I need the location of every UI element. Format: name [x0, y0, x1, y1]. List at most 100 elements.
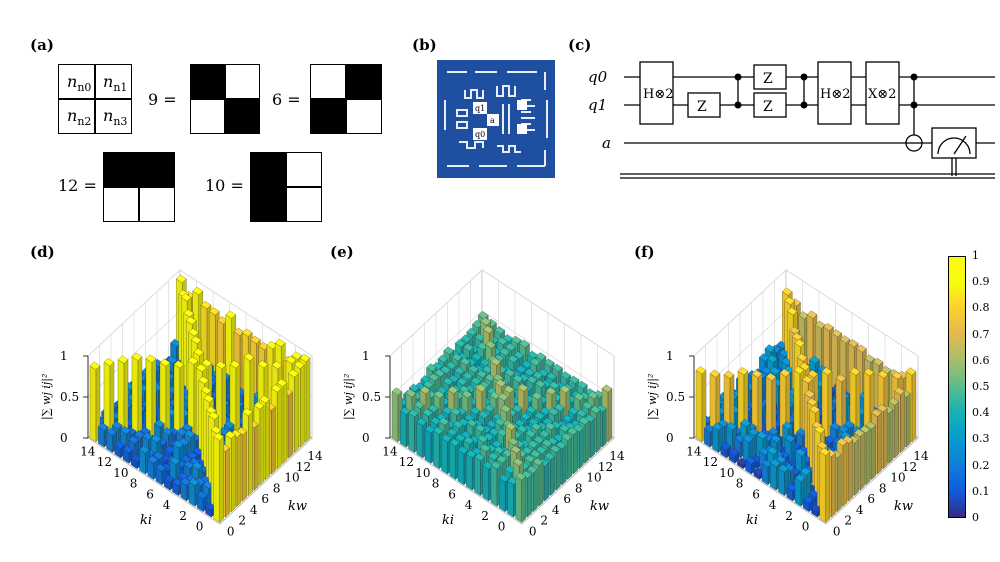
pattern-12-label: 12 =	[58, 176, 97, 195]
ki-tick-label: 6	[448, 487, 456, 501]
pattern-cell	[286, 153, 321, 187]
ki-tick-label: 0	[498, 520, 506, 534]
kw-tick-label: 8	[273, 481, 281, 495]
pattern-cell	[225, 99, 259, 133]
bar-d-9-6	[173, 360, 185, 443]
pattern-cell	[251, 187, 286, 221]
colorbar-tick-label: 0	[972, 511, 979, 524]
z-axis-label: |∑ wj ij|²	[40, 374, 54, 420]
ki-tick-label: 8	[432, 477, 440, 491]
ki-tick-label: 14	[80, 444, 96, 458]
colorbar-tick-label: 0.9	[972, 275, 990, 289]
ki-tick-label: 10	[719, 466, 734, 480]
ki-tick-label: 14	[686, 444, 702, 458]
colorbar	[948, 256, 966, 518]
kw-tick-label: 12	[902, 460, 917, 474]
kw-tick-label: 10	[284, 471, 299, 485]
z-axis-label: |∑ wj ij|²	[646, 374, 660, 420]
colorbar-tick-label: 0.2	[972, 458, 990, 472]
bar-f-11-0	[728, 448, 740, 464]
z-tick-label: 0	[60, 431, 68, 445]
bar-e-3-0	[490, 461, 502, 507]
ki-axis-label: ki	[442, 513, 454, 528]
colorbar-tick-label: 1	[972, 249, 979, 262]
pattern-cell	[139, 153, 174, 187]
gate-z-q1b: Z	[763, 99, 773, 115]
z-tick-label: 0.5	[60, 390, 79, 404]
panel-c-label: (c)	[568, 36, 592, 54]
gate-h-1: H⊗2	[643, 87, 674, 102]
kw-tick-label: 4	[250, 503, 258, 517]
bar-f-6-0	[770, 458, 781, 491]
kw-tick-label: 14	[609, 449, 625, 463]
bar-f-10-5	[765, 372, 777, 443]
z-tick-label: 0.5	[362, 390, 381, 404]
kw-tick-label: 6	[261, 492, 269, 506]
z-tick-label: 0	[362, 431, 370, 445]
bar-e-0-0	[515, 472, 526, 523]
pattern-6-grid	[310, 64, 382, 134]
colorbar-tick-label: 0.7	[972, 327, 990, 341]
wire-label-q1: q1	[588, 96, 607, 114]
ki-tick-label: 12	[399, 455, 414, 469]
z-axis-label: |∑ wj ij|²	[342, 374, 356, 420]
kw-tick-label: 8	[575, 481, 583, 495]
pattern-cell	[225, 65, 259, 99]
pattern-6-label: 6 =	[272, 90, 301, 109]
z-tick-label: 0.5	[666, 390, 685, 404]
z-tick-label: 1	[60, 349, 68, 363]
gate-h-2: H⊗2	[820, 87, 851, 102]
gate-z-q1: Z	[697, 99, 707, 115]
ki-tick-label: 6	[752, 487, 760, 501]
colorbar-tick-label: 0.3	[972, 432, 990, 446]
kw-tick-label: 2	[238, 514, 246, 528]
kw-tick-label: 10	[890, 471, 905, 485]
kw-tick-label: 12	[598, 460, 613, 474]
gate-z-q0: Z	[763, 71, 773, 87]
ki-axis-label: ki	[140, 513, 152, 528]
bar-f-0-0	[819, 447, 830, 523]
wire-label-a: a	[602, 134, 611, 152]
bar-e-7-0	[457, 446, 469, 486]
kw-tick-label: 4	[552, 503, 560, 517]
panel-d-label: (d)	[30, 243, 55, 261]
colorbar-tick-label: 0.6	[972, 353, 990, 367]
pattern-12-grid	[103, 152, 175, 222]
ki-tick-label: 6	[146, 487, 154, 501]
wire-label-q0: q0	[588, 68, 608, 86]
pattern-cell	[346, 65, 381, 99]
kw-axis-label: kw	[590, 499, 609, 514]
kw-axis-label: kw	[288, 499, 307, 514]
cell-n1: nn1	[103, 72, 128, 95]
bar-f-15-0	[695, 366, 707, 443]
ki-tick-label: 12	[97, 455, 112, 469]
colorbar-tick-label: 0.1	[972, 484, 990, 498]
pattern-cell	[104, 187, 139, 221]
panel-f-label: (f)	[634, 243, 655, 261]
bar-d-3-0	[188, 477, 200, 507]
kw-tick-label: 8	[879, 481, 887, 495]
gate-x: X⊗2	[868, 87, 896, 102]
pattern-9-grid	[190, 64, 260, 134]
colorbar-tick-label: 0.4	[972, 406, 990, 420]
cell-n3: nn3	[103, 106, 128, 129]
quantum-circuit: q0 q1 a H⊗2 Z Z Z H⊗2 X⊗2	[588, 61, 995, 179]
chip-label-q0: q0	[475, 130, 485, 139]
pattern-cell	[251, 153, 286, 187]
kw-tick-label: 0	[833, 524, 841, 538]
pattern-cell	[286, 187, 321, 221]
ki-tick-label: 8	[130, 477, 138, 491]
kw-tick-label: 4	[856, 503, 864, 517]
pattern-cell	[311, 99, 346, 133]
kw-tick-label: 14	[913, 449, 929, 463]
pattern-cell	[311, 65, 346, 99]
pattern-cell	[191, 99, 225, 133]
panel-e-label: (e)	[330, 243, 354, 261]
kw-tick-label: 2	[540, 514, 548, 528]
colorbar-tick-label: 0.5	[972, 380, 990, 393]
kw-tick-label: 10	[586, 471, 601, 485]
bar-d-5-10	[229, 360, 241, 443]
ki-tick-label: 14	[382, 444, 398, 458]
cell-n2: nn2	[67, 106, 92, 129]
z-tick-label: 0	[666, 431, 674, 445]
